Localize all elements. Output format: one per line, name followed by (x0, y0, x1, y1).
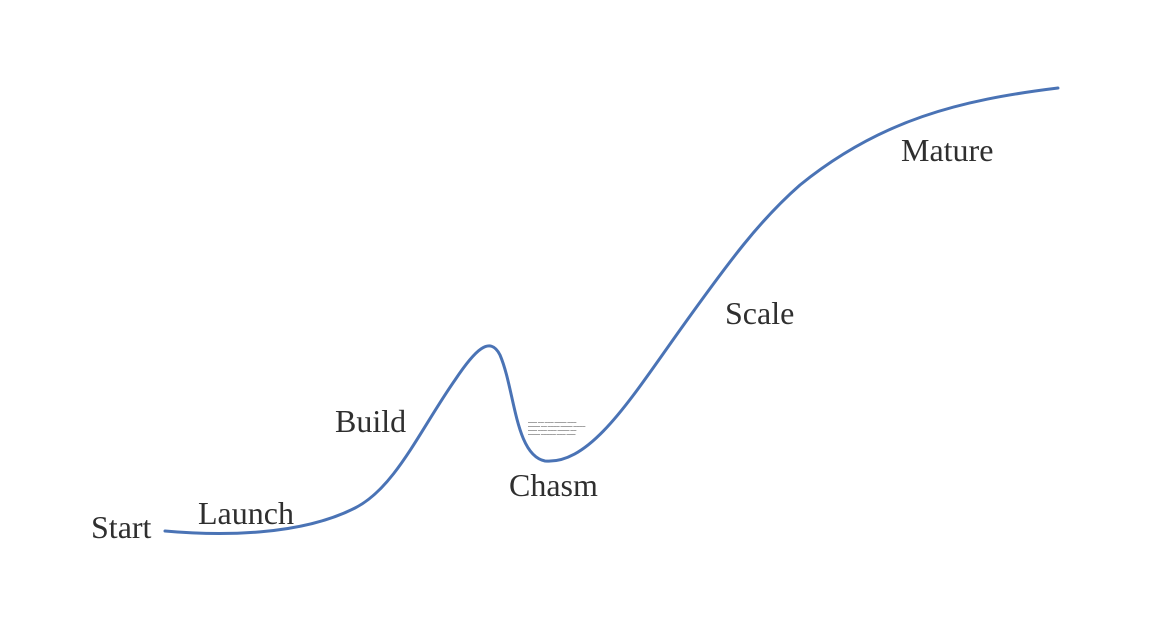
stage-label-mature: Mature (901, 132, 994, 168)
stage-label-scale: Scale (725, 295, 795, 331)
stage-label-chasm: Chasm (509, 467, 598, 503)
stage-label-start: Start (91, 509, 152, 545)
stage-label-launch: Launch (198, 495, 294, 531)
growth-curve-line (163, 86, 1060, 535)
stage-label-build: Build (335, 403, 407, 439)
chasm-annotation-text: ▬▬▬ ▬▬ ▬▬▬ ▬▬▬▬ ▬▬▬ ▬▬▬▬ ▬▬ ▬▬▬▬ ▬▬▬▬ ▬▬… (528, 420, 586, 436)
